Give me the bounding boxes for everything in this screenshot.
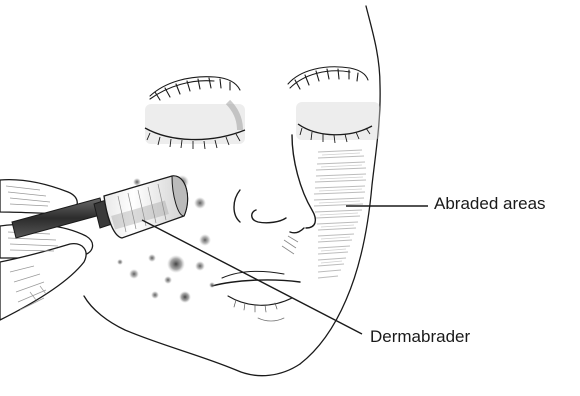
nasolabial-lines [282,236,298,254]
skin-spot [148,254,156,262]
skin-spot [195,261,205,271]
abraded-areas-label: Abraded areas [434,195,546,212]
skin-spot [164,276,172,284]
right-eye-closed [296,102,380,143]
dermabrader-label: Dermabrader [370,328,470,345]
skin-spot [129,269,139,279]
right-eyebrow [288,67,368,89]
skin-spot [209,282,215,288]
skin-spot [151,291,159,299]
skin-spot [167,255,185,273]
skin-spot [179,291,191,303]
left-eyebrow [150,77,240,100]
skin-spot [117,259,123,265]
skin-spot [199,234,211,246]
face-right-contour [300,6,380,364]
skin-spot [194,197,206,209]
face-chin-contour [84,296,300,376]
left-eye-closed [145,102,245,149]
nose [234,135,315,233]
